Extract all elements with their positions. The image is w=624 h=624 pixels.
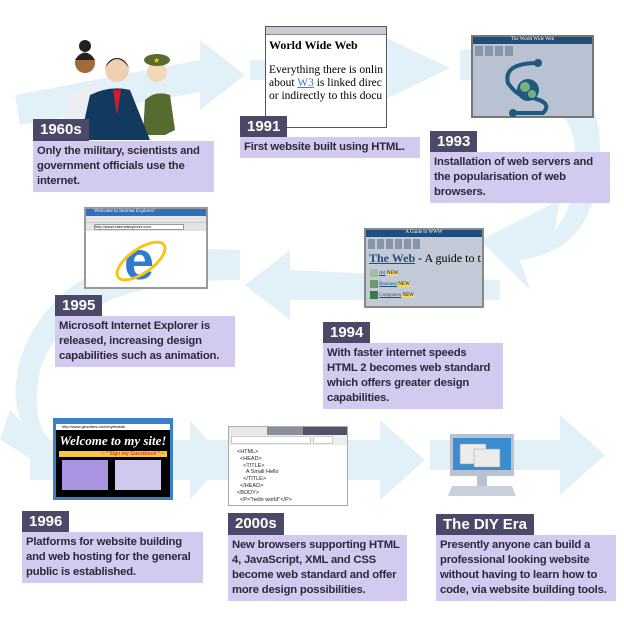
window-1996: http://www.geocities.com/myfirstsite Wel… <box>53 418 173 500</box>
window-1995: Welcome to Internet Explorer! http://www… <box>84 207 208 291</box>
address-bar[interactable]: http://www.geocities.com/myfirstsite <box>56 424 170 430</box>
new-badge: NEW <box>398 282 410 288</box>
page-heading: The Web <box>369 251 416 265</box>
milestone-1996-year: 1996 <box>22 511 70 533</box>
toolbar <box>86 216 206 223</box>
milestone-diy-era-text: Presently anyone can build a professiona… <box>436 535 616 601</box>
milestone-2000s-text: New browsers supporting HTML 4, JavaScri… <box>228 535 407 601</box>
window-1991: World Wide Web Everything there is onlin… <box>265 26 387 128</box>
address-bar[interactable]: http://www.internetexplorer.com <box>94 224 184 230</box>
milestone-1991-year: 1991 <box>240 116 288 138</box>
code-line: <HEAD> <box>237 455 262 462</box>
code-line: <TITLE> <box>237 462 265 469</box>
milestone-1994-text: With faster internet speeds HTML 2 becom… <box>323 343 503 409</box>
milestone-1994-year: 1994 <box>323 322 371 344</box>
body-line: Everything there is onlin <box>269 64 384 76</box>
body-text: is linked direc <box>313 77 382 89</box>
arrow-8 <box>430 415 605 495</box>
milestone-1960s-text: Only the military, scientists and govern… <box>33 141 214 192</box>
svg-text:e: e <box>124 231 154 285</box>
internet-explorer-logo-icon: e <box>115 231 167 291</box>
guestbook-link[interactable]: ~ * Sign my Guestbook * ~ <box>59 451 167 457</box>
search-field[interactable] <box>313 436 333 444</box>
globe-logo-icon <box>505 59 549 117</box>
title-bar <box>266 27 386 35</box>
page-heading: World Wide Web <box>269 38 358 52</box>
link-art[interactable]: Art <box>378 271 386 277</box>
code-line: <P>"hello world"</P> <box>237 496 292 503</box>
title-bar: The World Wide Web <box>473 37 592 44</box>
code-line: </HEAD> <box>237 482 264 489</box>
body-text: about <box>269 77 298 89</box>
code-line: <BODY> <box>237 489 260 496</box>
milestone-diy-era-label: The DIY Era <box>436 514 534 536</box>
milestone-1996-text: Platforms for website building and web h… <box>22 532 203 583</box>
toolbar <box>475 46 590 56</box>
page-subtitle: - A guide to t <box>415 251 481 265</box>
code-line: A Small Hello <box>237 469 279 476</box>
new-badge: NEW <box>402 293 414 299</box>
milestone-1995-year: 1995 <box>55 295 103 317</box>
body-line: or indirectly to this docu <box>269 90 383 102</box>
new-badge: NEW <box>386 271 399 277</box>
code-line: <HTML> <box>237 449 259 455</box>
code-line: </TITLE> <box>237 476 267 483</box>
milestone-2000s-year: 2000s <box>228 513 284 535</box>
link-computers[interactable]: Computers <box>379 293 402 299</box>
computer-icon <box>448 434 516 496</box>
toolbar <box>368 239 480 249</box>
milestone-1960s-year: 1960s <box>33 119 89 141</box>
title-bar: A Guide to WWW <box>366 230 482 237</box>
milestone-1993-text: Installation of web servers and the popu… <box>430 152 610 203</box>
link-business[interactable]: Business <box>379 282 398 288</box>
milestone-1991-text: First website built using HTML. <box>240 137 420 158</box>
window-2000s: <HTML> <HEAD> <TITLE> A Small Hello </TI… <box>228 426 348 506</box>
address-bar[interactable] <box>231 436 311 444</box>
milestone-1995-text: Microsoft Internet Explorer is released,… <box>55 316 235 367</box>
site-heading: Welcome to my site! <box>59 433 167 448</box>
w3-link[interactable]: W3 <box>297 77 314 89</box>
html-code: <HTML> <HEAD> <TITLE> A Small Hello </TI… <box>229 445 347 507</box>
title-bar: Welcome to Internet Explorer! <box>86 209 206 216</box>
window-1994: A Guide to WWW The Web - A guide to t Ar… <box>364 228 484 308</box>
window-1993: The World Wide Web <box>471 35 594 118</box>
svg-text:★: ★ <box>153 56 160 65</box>
milestone-1993-year: 1993 <box>430 131 478 153</box>
